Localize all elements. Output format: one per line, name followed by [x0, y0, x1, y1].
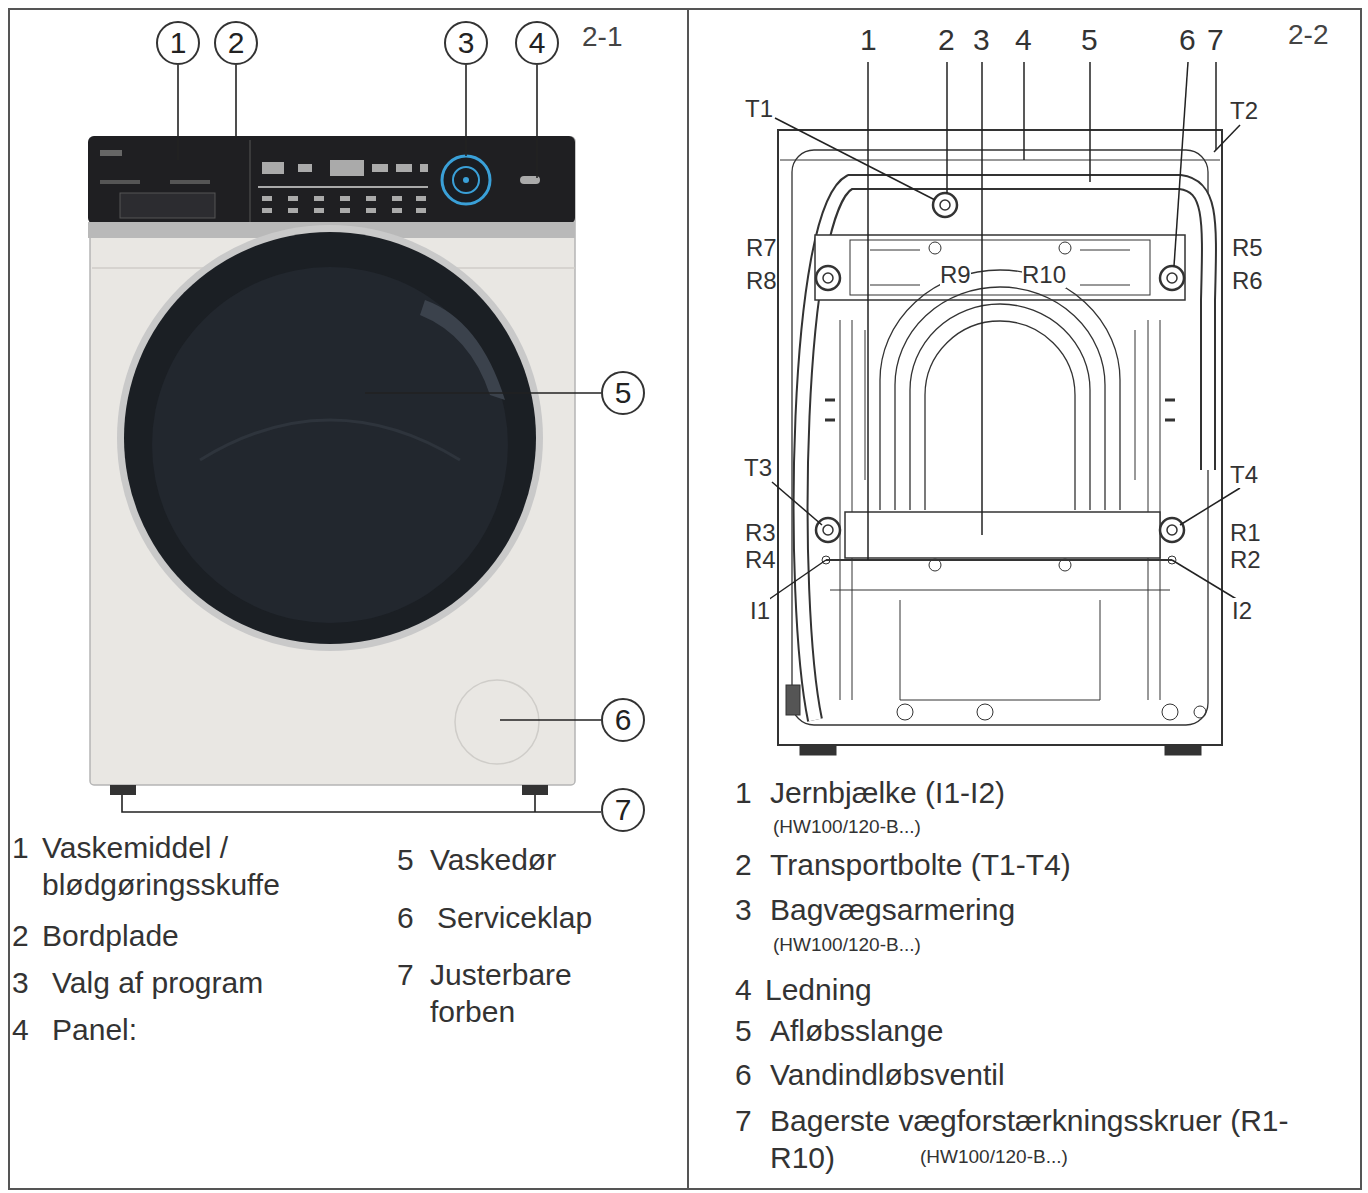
legend-number: 2 [12, 918, 29, 955]
legend-number: 7 [397, 957, 414, 994]
callout-number: 6 [615, 705, 632, 735]
model-note: (HW100/120-B...) [773, 815, 921, 838]
callout-number: 4 [529, 28, 546, 58]
part-name: Valg af program [52, 965, 263, 1002]
part-name: Vaskedør [430, 842, 556, 879]
callout-number: 1 [860, 22, 877, 59]
callout-number: 4 [1015, 22, 1032, 59]
legend-number: 5 [397, 842, 414, 879]
figure-number: 2-2 [1288, 18, 1328, 52]
part-name: Ledning [765, 972, 872, 1009]
callout-circle: 4 [515, 21, 559, 65]
part-name: Transportbolte (T1-T4) [770, 847, 1071, 884]
callout-circle: 3 [444, 21, 488, 65]
callout-number: 1 [170, 28, 187, 58]
callout-number: 3 [458, 28, 475, 58]
point-label: R2 [1230, 547, 1261, 573]
point-label: R9 [940, 262, 971, 288]
part-name: Bagvægsarmering [770, 892, 1015, 929]
point-label: R6 [1232, 268, 1263, 294]
legend-number: 1 [12, 830, 29, 867]
callout-circle: 5 [601, 371, 645, 415]
legend-number: 2 [735, 847, 752, 884]
point-label: R7 [746, 235, 777, 261]
legend-number: 3 [12, 965, 29, 1002]
part-name: Jernbjælke (I1-I2) [770, 775, 1005, 812]
point-label: R5 [1232, 235, 1263, 261]
point-label: R3 [745, 520, 776, 546]
washer-rear [778, 130, 1222, 755]
legend-number: 6 [735, 1057, 752, 1094]
callout-number: 5 [1081, 22, 1098, 59]
callout-circle: 6 [601, 698, 645, 742]
point-label: R4 [745, 547, 776, 573]
callout-circle: 7 [601, 788, 645, 832]
leader-lines [768, 62, 1240, 600]
legend-number: 4 [12, 1012, 29, 1049]
figure-panel: 2-2 [687, 8, 1362, 1190]
callout-circle: 2 [214, 21, 258, 65]
model-note: (HW100/120-B...) [920, 1145, 1068, 1168]
legend-number: 3 [735, 892, 752, 929]
point-label: T1 [745, 96, 773, 122]
washer-front [88, 136, 575, 795]
point-label: T3 [744, 455, 772, 481]
legend-number: 5 [735, 1013, 752, 1050]
point-label: R8 [746, 268, 777, 294]
part-name: Vandindløbsventil [770, 1057, 1005, 1094]
part-name: Vaskemiddel / blødgøringsskuffe [42, 830, 342, 903]
callout-number: 2 [938, 22, 955, 59]
point-label: R10 [1022, 262, 1066, 288]
callout-number: 2 [228, 28, 245, 58]
callout-number: 3 [973, 22, 990, 59]
callout-number: 7 [1207, 22, 1224, 59]
callout-number: 6 [1179, 22, 1196, 59]
leader-lines [122, 65, 601, 812]
model-note: (HW100/120-B...) [773, 933, 921, 956]
part-name: Afløbsslange [770, 1013, 943, 1050]
legend-number: 4 [735, 972, 752, 1009]
point-label: R1 [1230, 520, 1261, 546]
point-label: T2 [1230, 98, 1258, 124]
legend-number: 7 [735, 1103, 752, 1140]
part-name: Bordplade [42, 918, 179, 955]
callout-number: 7 [615, 795, 632, 825]
legend-number: 1 [735, 775, 752, 812]
point-label: T4 [1230, 462, 1258, 488]
legend-number: 6 [397, 900, 414, 937]
callout-circle: 1 [156, 21, 200, 65]
figure-panel: 2-1 1 2 3 4 5 6 7 [8, 8, 689, 1190]
part-name: Serviceklap [437, 900, 592, 937]
figure-number: 2-1 [582, 20, 622, 54]
callout-number: 5 [615, 378, 632, 408]
part-name: Panel: [52, 1012, 137, 1049]
part-name: Justerbare forben [430, 957, 630, 1030]
point-label: I1 [750, 598, 770, 624]
point-label: I2 [1232, 598, 1252, 624]
